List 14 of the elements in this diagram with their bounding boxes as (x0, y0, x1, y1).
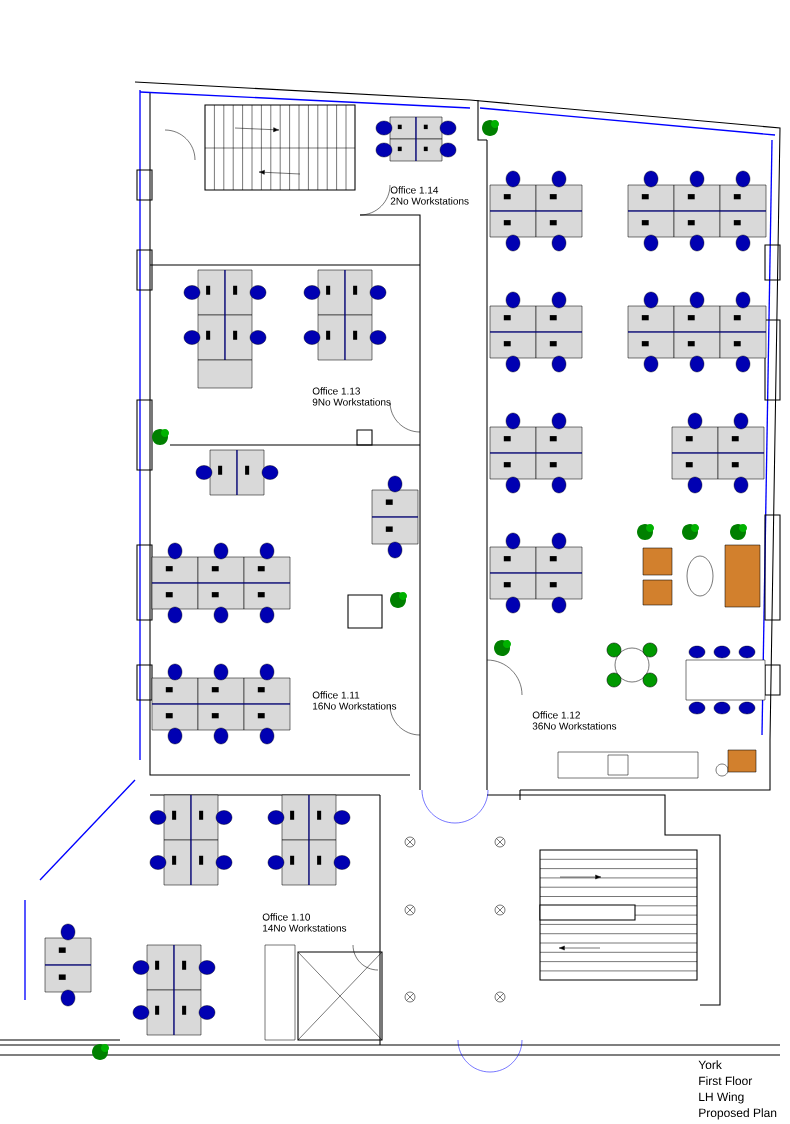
workstation-count: 16No Workstations (313, 702, 397, 710)
workstation-count: 9No Workstations (312, 398, 391, 406)
room-name: Office 1.10 (262, 913, 311, 921)
room-name: Office 1.13 (312, 387, 360, 395)
plan-title: York (698, 1060, 722, 1070)
plan-title: First Floor (699, 1076, 753, 1086)
workstation-count: 36No Workstations (532, 722, 617, 730)
plan-title: LH Wing (699, 1092, 744, 1104)
workstation-count: 14No Workstations (263, 924, 347, 932)
room-name: Office 1.11 (312, 691, 360, 699)
room-name: Office 1.12 (532, 711, 580, 719)
workstation-count: 2No Workstations (390, 197, 469, 205)
plan-title: Proposed Plan (699, 1108, 777, 1120)
room-name: Office 1.14 (390, 186, 439, 194)
